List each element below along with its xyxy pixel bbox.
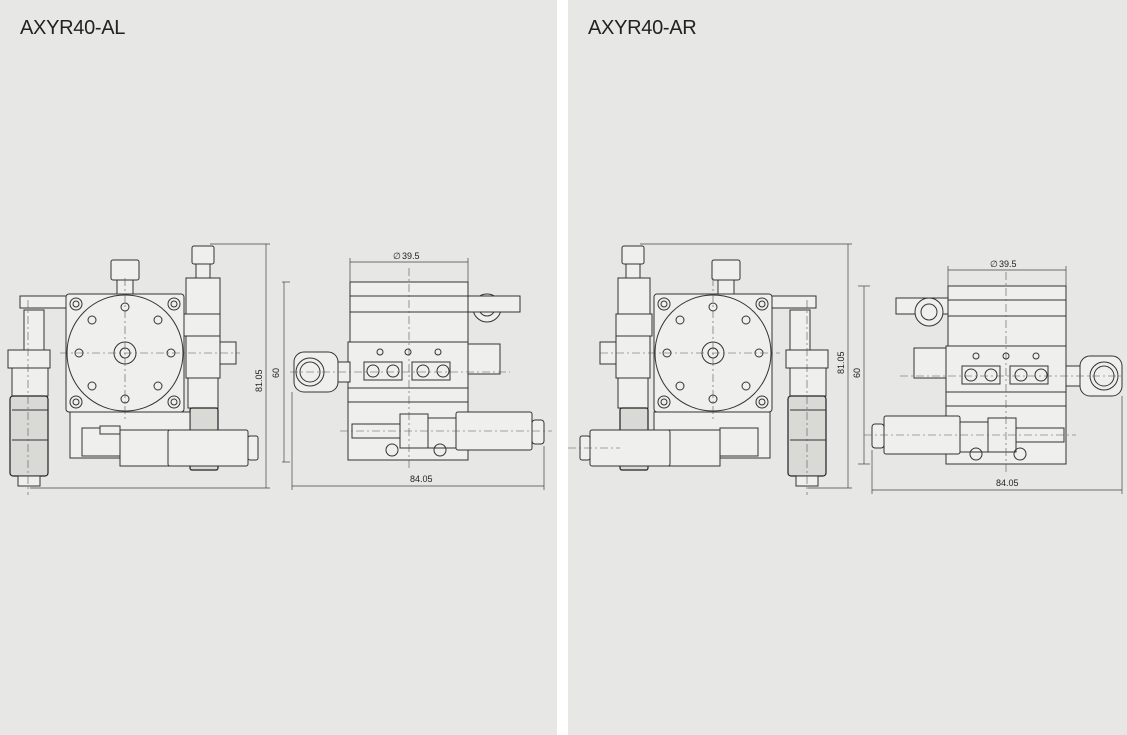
side-micrometer [351, 411, 545, 457]
dim-diameter: 39.5 [402, 251, 420, 261]
horizontal-micrometer [579, 411, 771, 467]
drawing-panel-left: AXYR40-AL [0, 0, 557, 735]
lock-knob [711, 259, 741, 281]
lock-screw [914, 297, 944, 327]
dim-height: 60 [852, 368, 862, 378]
side-view: ∅ 39.5 84.05 [864, 259, 1123, 494]
top-view: 81.05 60 [7, 243, 290, 495]
panel-title: AXYR40-AR [588, 17, 697, 39]
side-bracket [19, 295, 69, 309]
top-view: 81.05 60 [568, 243, 870, 495]
dim-diameter-symbol: ∅ [393, 251, 401, 261]
dim-height-total: 81.05 [836, 351, 846, 374]
dim-diameter: 39.5 [999, 259, 1017, 269]
micrometer-mount [23, 309, 45, 351]
dim-width: 84.05 [410, 474, 433, 484]
lock-knob [110, 259, 140, 281]
rotary-top [947, 285, 1067, 301]
side-micrometer [871, 415, 1065, 461]
side-view: ∅ 39.5 84.05 [290, 251, 552, 490]
corner-screws [69, 297, 181, 409]
dim-width: 84.05 [996, 478, 1019, 488]
dim-diameter-symbol: ∅ [990, 259, 998, 269]
adjustment-screws [363, 348, 451, 396]
dim-height: 60 [271, 368, 281, 378]
technical-drawing: 81.05 60 [568, 243, 1123, 495]
horizontal-micrometer [69, 411, 259, 467]
corner-screws [657, 297, 769, 409]
technical-drawing: 81.05 60 [7, 243, 552, 495]
side-bracket [771, 295, 817, 309]
drawing-panel-right: AXYR40-AR [568, 0, 1127, 735]
side-knob [293, 351, 339, 393]
vertical-micrometer [7, 349, 51, 487]
panel-title: AXYR40-AL [20, 17, 126, 39]
dim-height-total: 81.05 [254, 369, 264, 392]
